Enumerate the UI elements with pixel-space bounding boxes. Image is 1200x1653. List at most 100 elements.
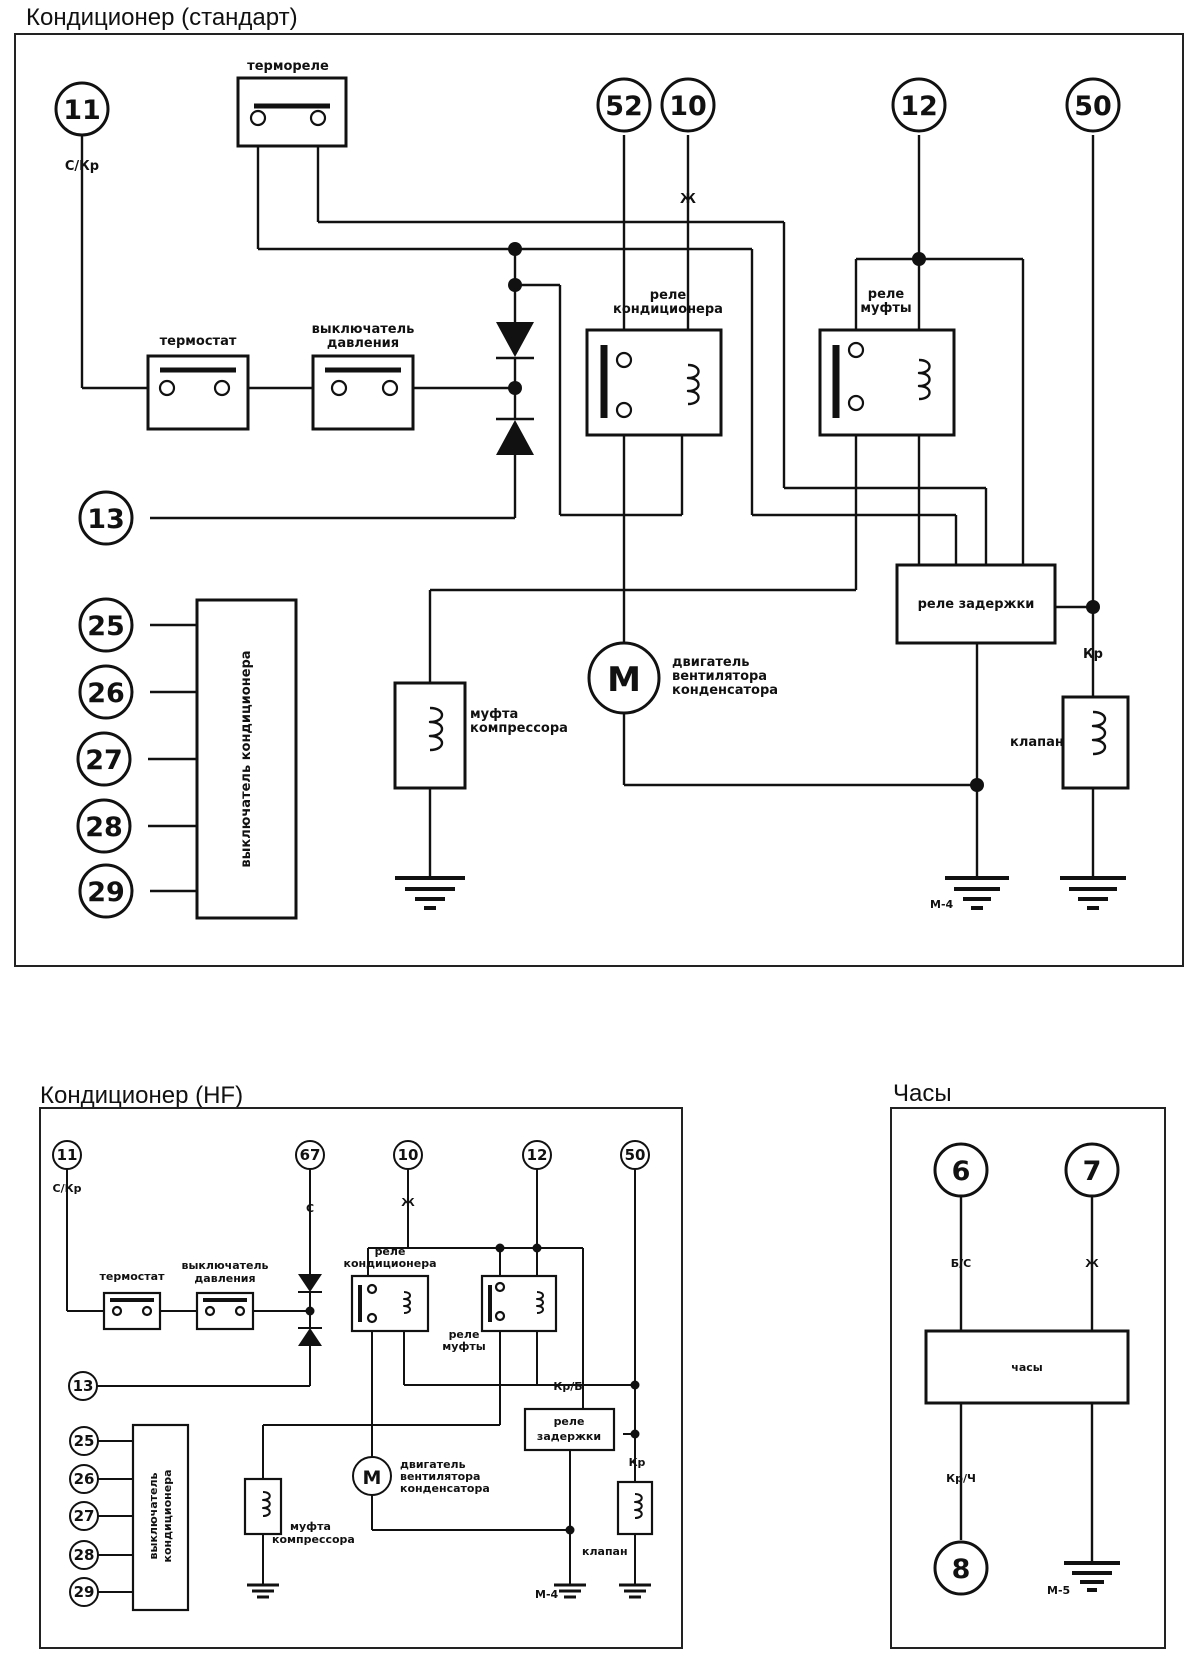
clock-terminal-6: 6: [933, 1142, 989, 1198]
svg-text:12: 12: [527, 1146, 548, 1164]
svg-text:реле задержки: реле задержки: [918, 597, 1035, 612]
svg-text:выключатель: выключатель: [182, 1259, 269, 1272]
standard-ac-diagram: 11 52 10 12 50 13 25 26: [14, 33, 1184, 967]
hf-wire-color-10: Ж: [401, 1196, 415, 1209]
standard-terminal-28: 28: [76, 798, 132, 854]
standard-wire-color-10: Ж: [680, 192, 696, 207]
hf-wire-color-valve: Кр: [629, 1456, 646, 1469]
diagram-title-clock: Часы: [893, 1080, 952, 1107]
svg-text:10: 10: [669, 91, 707, 122]
hf-terminal-29: 29: [69, 1577, 99, 1607]
standard-wire-color-11: С/Кр: [65, 159, 99, 174]
svg-text:50: 50: [625, 1146, 646, 1164]
clock-wires: [959, 1196, 1094, 1563]
svg-text:выключатель: выключатель: [147, 1472, 160, 1559]
hf-delay-relay: реле задержки: [523, 1407, 616, 1452]
clock-wire-color-8: Кр/Ч: [946, 1472, 976, 1485]
standard-terminal-26: 26: [78, 664, 134, 720]
standard-fan-motor: M двигатель вентилятора конденсатора: [587, 641, 778, 715]
svg-text:28: 28: [85, 812, 123, 843]
hf-compressor-clutch: муфта компрессора: [243, 1477, 355, 1546]
standard-terminal-25: 25: [78, 597, 134, 653]
hf-ground-clutch: [247, 1583, 279, 1599]
svg-text:вентилятора: вентилятора: [400, 1470, 480, 1483]
svg-text:двигатель: двигатель: [672, 655, 750, 670]
hf-terminal-50: 50: [620, 1140, 650, 1170]
standard-diodes: [496, 322, 534, 455]
hf-ac-switch: выключатель кондиционера: [131, 1423, 190, 1612]
svg-text:компрессора: компрессора: [272, 1533, 355, 1546]
standard-terminal-13: 13: [78, 490, 134, 546]
standard-ground-m4: М-4: [930, 876, 1009, 911]
hf-ac-diagram: 11 67 10 12 50 13 25 26: [39, 1107, 683, 1649]
standard-junction-dots: [508, 242, 1100, 792]
clock-wire-color-7: Ж: [1085, 1257, 1099, 1270]
standard-terminal-12: 12: [891, 77, 947, 133]
standard-thermo-relay: термореле: [236, 59, 348, 148]
hf-fan-motor: M двигатель вентилятора конденсатора: [352, 1456, 490, 1496]
svg-text:13: 13: [73, 1377, 94, 1395]
svg-text:25: 25: [74, 1432, 95, 1450]
hf-frame: [39, 1107, 683, 1649]
svg-text:муфты: муфты: [860, 301, 911, 316]
standard-ground-valve: [1060, 876, 1126, 910]
svg-text:28: 28: [74, 1546, 95, 1564]
hf-terminal-27: 27: [69, 1501, 99, 1531]
clock-terminal-7: 7: [1064, 1142, 1120, 1198]
svg-text:клапан: клапан: [1010, 735, 1064, 750]
standard-terminal-10: 10: [660, 77, 716, 133]
standard-valve: клапан: [1010, 695, 1130, 790]
svg-text:25: 25: [87, 611, 125, 642]
hf-pressure-switch: выключатель давления: [182, 1259, 269, 1331]
svg-text:7: 7: [1083, 1156, 1102, 1187]
svg-text:выключатель: выключатель: [312, 322, 415, 337]
hf-terminal-11: 11: [52, 1140, 82, 1170]
standard-terminal-11: 11: [54, 81, 110, 137]
svg-text:муфта: муфта: [290, 1520, 331, 1533]
svg-text:50: 50: [1074, 91, 1112, 122]
svg-text:термостат: термостат: [160, 334, 237, 349]
hf-ground-m4: М-4: [535, 1583, 586, 1601]
svg-text:8: 8: [952, 1554, 971, 1585]
svg-text:клапан: клапан: [582, 1545, 628, 1558]
svg-text:кондиционера: кондиционера: [344, 1257, 437, 1270]
svg-text:М-5: М-5: [1047, 1584, 1070, 1597]
hf-thermostat: термостат: [100, 1270, 165, 1331]
hf-terminal-12: 12: [522, 1140, 552, 1170]
hf-wires: [66, 1167, 636, 1593]
svg-text:67: 67: [300, 1146, 321, 1164]
svg-text:реле: реле: [375, 1245, 406, 1258]
standard-thermostat: термостат: [146, 334, 250, 431]
svg-text:52: 52: [605, 91, 643, 122]
svg-text:M: M: [363, 1467, 382, 1489]
hf-ac-relay: реле кондиционера: [344, 1245, 437, 1333]
svg-text:кондиционера: кондиционера: [161, 1470, 174, 1563]
svg-text:10: 10: [398, 1146, 419, 1164]
svg-text:11: 11: [57, 1146, 78, 1164]
hf-wire-color-kr-b: Кр/Б: [553, 1380, 582, 1393]
hf-terminal-67: 67: [295, 1140, 325, 1170]
clock-ground-m5: М-5: [1047, 1561, 1120, 1597]
diagram-title-standard: Кондиционер (стандарт): [26, 4, 298, 31]
svg-text:давления: давления: [327, 336, 399, 351]
clock-diagram: 6 7 8 Б/С Ж Кр/Ч часы М-5: [890, 1107, 1166, 1649]
svg-text:29: 29: [74, 1583, 95, 1601]
standard-ground-clutch: [395, 876, 465, 910]
hf-terminal-25: 25: [69, 1426, 99, 1456]
standard-delay-relay: реле задержки: [895, 563, 1057, 645]
svg-text:конденсатора: конденсатора: [400, 1482, 490, 1495]
hf-wire-color-11: С/Кр: [53, 1182, 82, 1195]
svg-text:реле: реле: [554, 1415, 585, 1428]
hf-diodes: [298, 1274, 322, 1346]
svg-text:реле: реле: [449, 1328, 480, 1341]
svg-text:муфта: муфта: [470, 707, 518, 722]
hf-ground-valve: [619, 1583, 651, 1599]
diagram-title-hf: Кондиционер (HF): [40, 1082, 244, 1109]
svg-text:конденсатора: конденсатора: [672, 683, 778, 698]
clock-unit: часы: [924, 1329, 1130, 1405]
standard-terminal-27: 27: [76, 731, 132, 787]
svg-text:компрессора: компрессора: [470, 721, 568, 736]
svg-text:М-4: М-4: [535, 1588, 559, 1601]
svg-text:двигатель: двигатель: [400, 1458, 466, 1471]
hf-valve: клапан: [582, 1480, 654, 1558]
